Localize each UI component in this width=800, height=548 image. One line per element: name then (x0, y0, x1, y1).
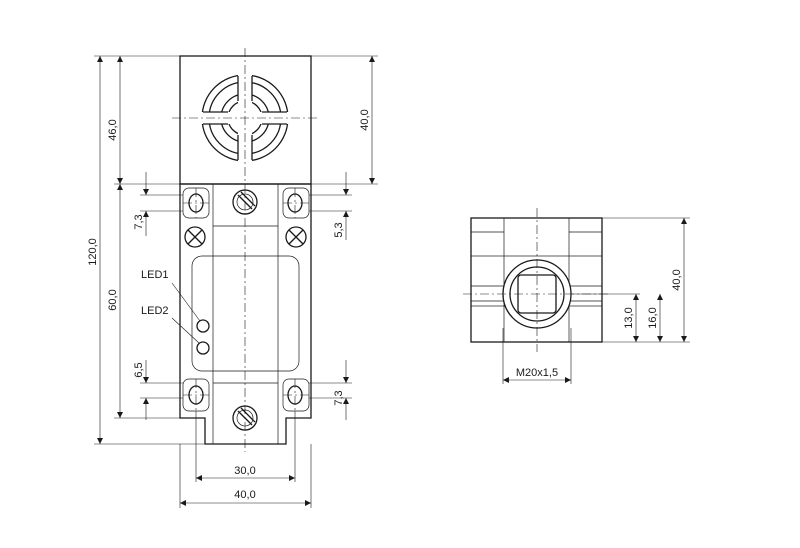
dim-bottom-hole-right: 7,3 (333, 390, 345, 405)
dim-head-side: 40,0 (359, 109, 371, 130)
dim-total-height: 120,0 (87, 238, 99, 266)
led-1-indicator (196, 319, 210, 333)
dim-bottom-hole-offset: 6,5 (133, 362, 145, 377)
dim-head-height: 46,0 (107, 119, 119, 140)
led-2-indicator (196, 341, 210, 355)
side-view: 40,0 16,0 13,0 M20x1,5 (463, 208, 690, 384)
dim-top-hole-small: 5,3 (333, 222, 345, 237)
dim-thread-height: 16,0 (647, 307, 659, 328)
dim-side-height: 40,0 (671, 269, 683, 290)
dim-thread-spec: M20x1,5 (516, 367, 558, 379)
dim-body-length: 60,0 (107, 289, 119, 310)
sensor-body (179, 183, 312, 445)
screw-icon (184, 226, 206, 248)
dim-body-width: 40,0 (234, 489, 255, 501)
front-view: 120,0 46,0 60,0 40,0 7,3 5,3 6,5 7,3 30,… (87, 48, 378, 508)
led-1-label: LED1 (141, 269, 169, 281)
led-2-label: LED2 (141, 305, 169, 317)
dim-hole-spacing: 30,0 (234, 465, 255, 477)
dim-thread-center: 13,0 (623, 307, 635, 328)
dim-top-hole-offset: 7,3 (133, 214, 145, 229)
screw-icon (285, 226, 307, 248)
